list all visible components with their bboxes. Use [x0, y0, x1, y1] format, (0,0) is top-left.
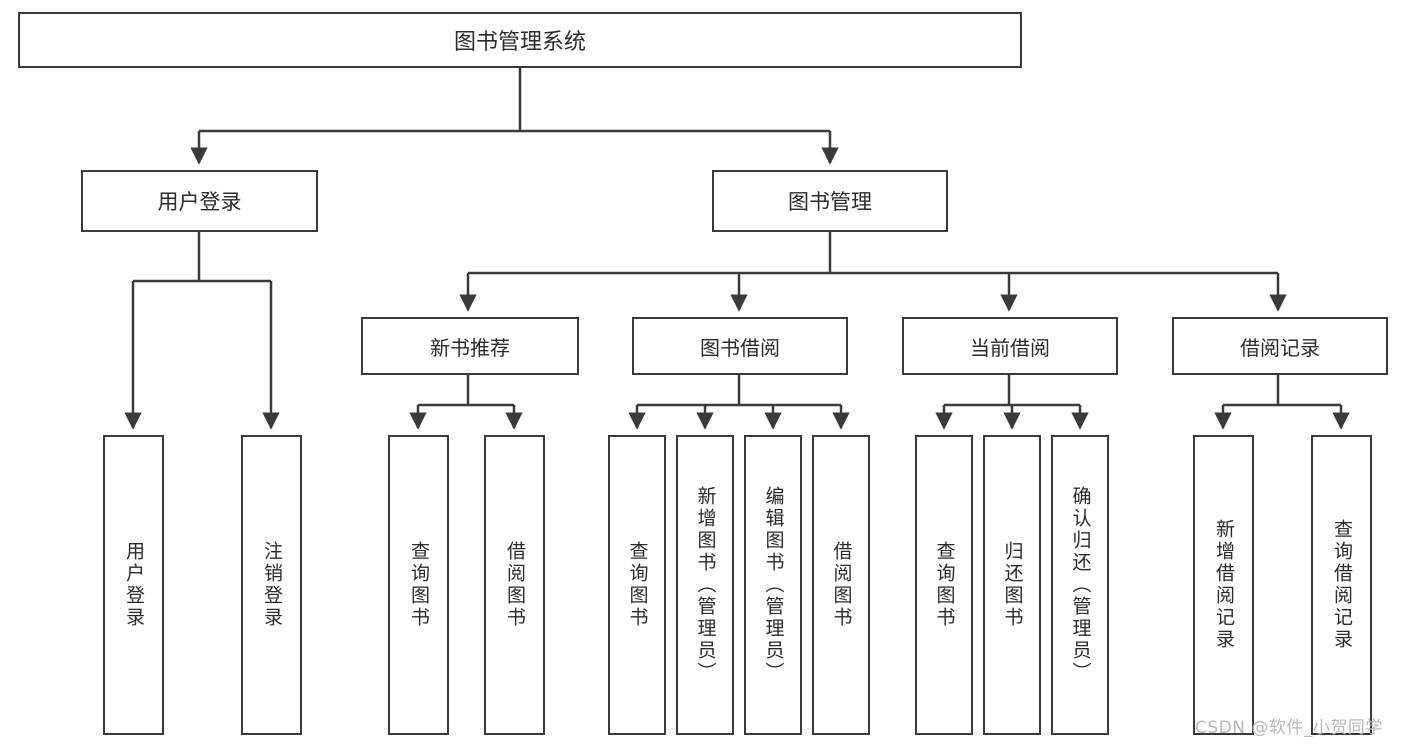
node-leaf-add-book-admin[interactable]: 新增图书（管理员）: [676, 435, 734, 735]
node-leaf-borrow-book[interactable]: 借阅图书: [812, 435, 870, 735]
node-label: 注销登录: [261, 541, 283, 629]
node-label: 查询图书: [408, 541, 430, 629]
node-user-login[interactable]: 用户登录: [81, 170, 318, 232]
node-label: 当前借阅: [970, 335, 1050, 360]
watermark-text: CSDN @软件_小贺同学: [1195, 718, 1383, 738]
node-book-management[interactable]: 图书管理: [712, 170, 948, 232]
node-root-system[interactable]: 图书管理系统: [18, 12, 1022, 68]
node-new-book-recommend[interactable]: 新书推荐: [361, 317, 579, 375]
node-leaf-edit-book-admin[interactable]: 编辑图书（管理员）: [744, 435, 802, 735]
node-leaf-confirm-return-admin[interactable]: 确认归还（管理员）: [1051, 435, 1109, 735]
node-label: 图书管理系统: [453, 30, 586, 55]
node-leaf-query-book-borrow[interactable]: 查询图书: [608, 435, 666, 735]
node-label: 新增借阅记录: [1213, 519, 1235, 651]
node-label: 新书推荐: [430, 335, 510, 360]
node-label: 借阅图书: [504, 541, 526, 629]
node-leaf-query-book-current[interactable]: 查询图书: [915, 435, 973, 735]
node-current-borrow[interactable]: 当前借阅: [902, 317, 1118, 375]
node-leaf-query-borrow-record[interactable]: 查询借阅记录: [1311, 435, 1372, 735]
node-label: 图书借阅: [700, 335, 780, 360]
node-leaf-logout-login[interactable]: 注销登录: [241, 435, 302, 735]
node-label: 编辑图书（管理员）: [762, 486, 785, 684]
node-label: 借阅记录: [1240, 335, 1320, 360]
node-label: 借阅图书: [830, 541, 853, 629]
node-leaf-borrow-book-rec[interactable]: 借阅图书: [484, 435, 545, 735]
node-label: 查询借阅记录: [1331, 519, 1353, 651]
node-label: 用户登录: [123, 541, 145, 629]
node-borrow-record[interactable]: 借阅记录: [1172, 317, 1388, 375]
node-label: 用户登录: [157, 190, 242, 214]
node-label: 新增图书（管理员）: [694, 486, 717, 684]
node-label: 查询图书: [933, 541, 956, 629]
node-label: 归还图书: [1001, 541, 1024, 629]
node-leaf-return-book[interactable]: 归还图书: [983, 435, 1041, 735]
node-leaf-query-book-rec[interactable]: 查询图书: [388, 435, 449, 735]
node-label: 确认归还（管理员）: [1069, 486, 1092, 684]
node-label: 查询图书: [626, 541, 649, 629]
node-label: 图书管理: [788, 190, 872, 214]
node-book-borrow[interactable]: 图书借阅: [632, 317, 848, 375]
node-leaf-add-borrow-record[interactable]: 新增借阅记录: [1193, 435, 1254, 735]
node-leaf-user-login[interactable]: 用户登录: [103, 435, 164, 735]
